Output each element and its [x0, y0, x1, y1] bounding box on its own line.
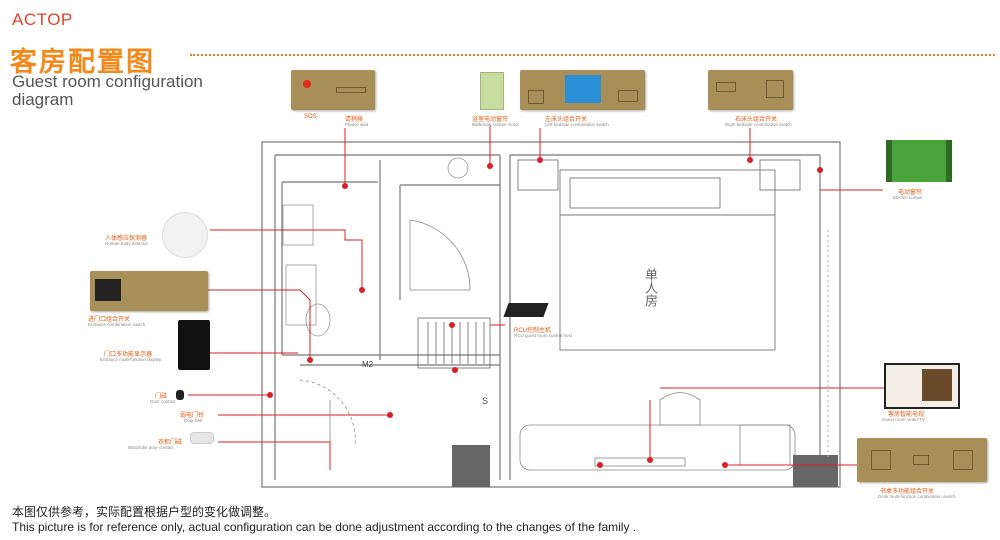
right-bedside-sublabel: Right bedside combination switch — [725, 122, 792, 127]
page-title-en: Guest room configuration diagram — [12, 73, 252, 109]
sos-panel — [291, 70, 375, 110]
right-bedside-label: 右床头组合开关 — [735, 117, 778, 123]
smart-tv-image — [884, 363, 960, 409]
human-sensor-image — [162, 212, 208, 258]
human-sensor-label: 人体感应探测器 — [105, 236, 148, 242]
socket-icon — [871, 450, 891, 470]
sos-label: SOS — [304, 114, 317, 120]
room-s-label: S — [482, 396, 489, 406]
door-contact-label: 门磁 — [155, 394, 168, 400]
bed — [517, 159, 801, 351]
wardrobe-contact-sublabel: Wardrobe door contact — [128, 445, 174, 450]
left-bedside-panel — [520, 70, 645, 110]
doorbell-display-image — [178, 320, 210, 370]
desk-switch-panel — [857, 438, 987, 482]
sos-button-icon — [303, 80, 311, 88]
socket-icon — [953, 450, 973, 470]
bathroom-fixtures — [282, 157, 469, 337]
door-contact-image — [176, 390, 184, 400]
desk-area — [519, 392, 796, 471]
door-swings — [299, 219, 471, 470]
door-contact-sublabel: Door contact — [150, 399, 176, 404]
left-bedside-sublabel: Left bedside combination switch — [545, 122, 609, 127]
wardrobe-contact-label: 衣柜门磁 — [158, 440, 183, 446]
page-title-en-line1: Guest room configuration — [12, 72, 203, 91]
entry-display-icon — [95, 279, 121, 301]
electric-curtain-label: 电动窗帘 — [898, 190, 923, 196]
desk-switch-sublabel: Desk multi-function combination switch — [878, 494, 956, 499]
door-panel-label: 请稍候 — [345, 117, 364, 123]
usb-icon — [913, 455, 929, 465]
doorbell-display-label: 门口多功能显示器 — [104, 352, 153, 358]
right-bedside-panel — [708, 70, 793, 110]
doorbell-sublabel: Door bell — [184, 418, 203, 423]
left-bedside-label: 左床头组合开关 — [545, 117, 588, 123]
socket-icon — [766, 80, 784, 98]
leader-lines — [188, 125, 890, 470]
doorbell-label: 弱电门铃 — [180, 413, 205, 419]
desk-switch-label: 书桌多功能组合开关 — [880, 489, 935, 495]
outer-wall — [261, 141, 841, 488]
entry-switch-sublabel: Entrance combination switch — [88, 322, 146, 327]
electric-curtain-sublabel: Electric curtain — [893, 195, 923, 200]
card-slot-icon — [336, 87, 366, 93]
footer-note-en: This picture is for reference only, actu… — [12, 520, 637, 534]
switch-icon — [716, 82, 736, 92]
human-sensor-sublabel: Human body detector — [105, 241, 149, 246]
smart-tv-label: 客房智能电视 — [888, 412, 925, 418]
column-left — [452, 445, 490, 487]
doorbell-display-sublabel: Entrance multi-function display — [100, 357, 162, 362]
door-panel-sublabel: Please wait — [345, 122, 369, 127]
bathroom-device-image — [480, 72, 504, 110]
footer-note-cn: 本图仅供参考，实际配置根据户型的变化做调整。 — [12, 505, 277, 519]
rcu-host-sublabel: RCU guest room control host — [514, 333, 573, 338]
display-screen-icon — [565, 75, 601, 103]
brand-logo-text: ACTOP — [12, 10, 73, 29]
title-divider — [190, 54, 995, 56]
bathroom-device-sublabel: Bathroom curtain motor — [472, 122, 520, 127]
socket-icon — [528, 90, 544, 104]
smart-tv-sublabel: Guest room smart TV — [882, 417, 925, 422]
switch-icon — [618, 90, 638, 102]
room-walls — [261, 141, 841, 488]
entry-switch-panel — [90, 271, 208, 311]
room-m2-label: M2 — [362, 360, 374, 369]
electric-curtain-image — [886, 140, 952, 182]
wardrobe-contact-image — [190, 432, 214, 444]
entry-switch-label: 进门口组合开关 — [88, 317, 131, 323]
rcu-host-image — [503, 303, 549, 317]
sensor-markers — [267, 157, 823, 468]
page-title-en-line2: diagram — [12, 90, 74, 109]
tv-screen-icon — [922, 369, 952, 401]
bathroom-device-label: 浴室电动窗帘 — [472, 117, 509, 123]
bed-label: 单人房 — [642, 268, 657, 307]
page-title-cn: 客房配置图 — [10, 47, 155, 78]
column-right — [793, 455, 838, 487]
rcu-host-label: RCU控制主机 — [514, 328, 551, 334]
